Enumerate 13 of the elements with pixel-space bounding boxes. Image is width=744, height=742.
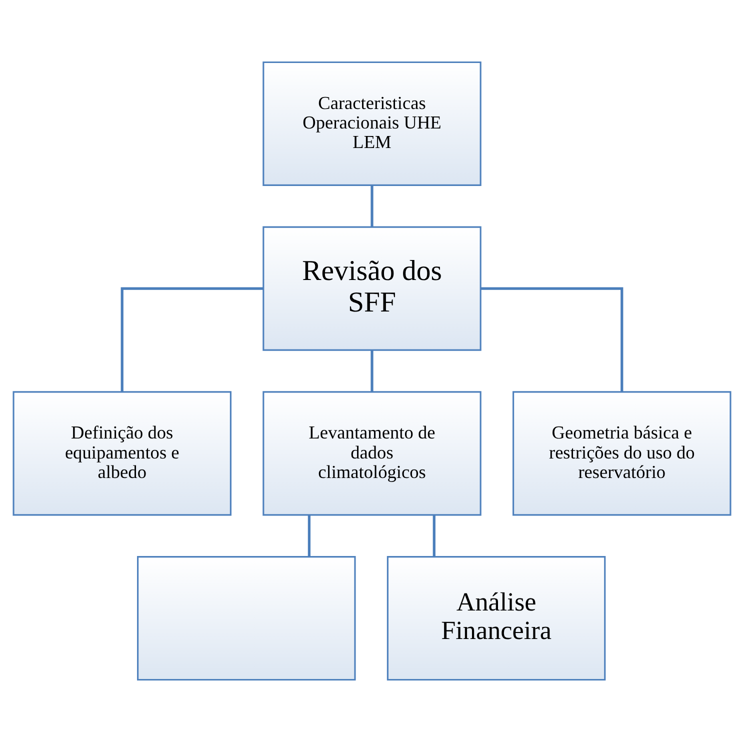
node-box: Levantamento de dados climatológicos bbox=[262, 391, 482, 516]
connector bbox=[480, 287, 624, 392]
connector bbox=[432, 515, 436, 557]
connector bbox=[120, 287, 264, 392]
connector bbox=[370, 350, 374, 392]
node-box: Caracteristicas Operacionais UHE LEM bbox=[262, 61, 482, 186]
connector bbox=[370, 186, 374, 227]
node-box bbox=[137, 556, 356, 681]
node-box: Geometria básica e restrições do uso do reservatório bbox=[512, 391, 732, 516]
node-box: Revisão dos SFF bbox=[262, 226, 482, 351]
connector bbox=[308, 515, 310, 557]
node-box: Definição dos equipamentos e albedo bbox=[12, 391, 232, 516]
node-box: Análise Financeira bbox=[386, 556, 606, 681]
